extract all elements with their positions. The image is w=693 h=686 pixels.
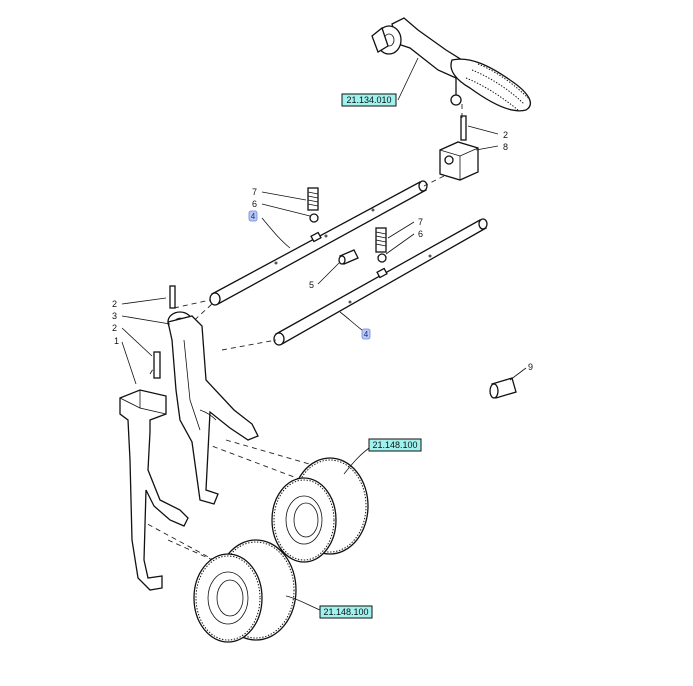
callout-2-low: 2 [112, 323, 117, 333]
reference-synchronizer-lower[interactable]: 21.148.100 [319, 605, 373, 619]
callout-2-top: 2 [503, 130, 508, 140]
reference-synchronizer-upper[interactable]: 21.148.100 [368, 438, 422, 452]
ball-lower [377, 253, 387, 263]
callout-3: 3 [112, 311, 117, 321]
callout-9: 9 [528, 362, 533, 372]
callout-8: 8 [503, 142, 508, 152]
ball-upper [309, 213, 319, 223]
callout-6-left: 6 [252, 199, 257, 209]
callout-2-mid: 2 [112, 299, 117, 309]
synchronizer-upper [271, 457, 369, 563]
interlock-pin [338, 249, 359, 265]
callout-4-upper-label: 4 [251, 212, 256, 221]
spring-lower [375, 227, 387, 253]
synchronizer-lower [193, 539, 297, 643]
reference-lever-assembly-label: 21.134.010 [346, 95, 391, 105]
leader-lines [121, 57, 527, 611]
callout-7-right: 7 [418, 217, 423, 227]
upper-shift-rail [209, 180, 428, 306]
lower-shift-rail [273, 218, 488, 346]
reference-lever-assembly[interactable]: 21.134.010 [341, 93, 397, 107]
springs-and-detent-balls [307, 187, 387, 265]
callout-4-lower-label: 4 [364, 330, 369, 339]
shift-fork-upper [167, 285, 259, 505]
shift-fork-lower [119, 351, 189, 591]
bushing [489, 377, 517, 399]
callout-4-upper[interactable]: 4 [248, 210, 258, 222]
gear-lever-assembly [371, 17, 531, 112]
spring-upper [307, 187, 319, 211]
pin-and-selector-block [439, 115, 479, 181]
callout-6-right: 6 [418, 229, 423, 239]
callout-4-lower[interactable]: 4 [361, 328, 371, 340]
reference-synchronizer-upper-label: 21.148.100 [372, 440, 417, 450]
callout-7-left: 7 [252, 187, 257, 197]
reference-synchronizer-lower-label: 21.148.100 [323, 607, 368, 617]
callout-1: 1 [114, 336, 119, 346]
callout-5: 5 [309, 280, 314, 290]
